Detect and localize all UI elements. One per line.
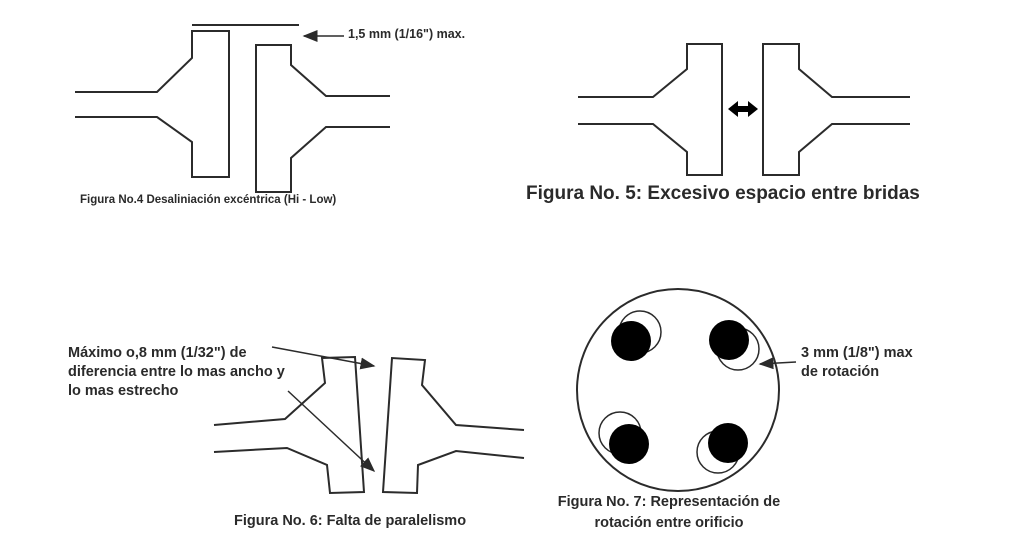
figure6-note-arrow-bottom xyxy=(287,390,376,473)
figure4-left-flange xyxy=(75,30,230,178)
figure5-right-flange xyxy=(762,43,910,176)
figure7-tolerance-note: 3 mm (1/8") max de rotación xyxy=(801,344,961,382)
figure4-diagram xyxy=(75,24,390,193)
figure7-diagram xyxy=(576,288,797,492)
figure5-gap-arrow-icon xyxy=(728,101,758,117)
figure7-caption: Figura No. 7: Representación de rotación… xyxy=(546,492,792,534)
figure7-caption-line: rotación entre orificio xyxy=(594,515,744,531)
figure6-tolerance-note: Máximo o,8 mm (1/32") de diferencia entr… xyxy=(68,344,318,401)
figure7-bolt-bottom-left xyxy=(609,424,649,464)
figure7-note-arrow xyxy=(758,357,797,370)
figure6-diagram xyxy=(213,346,525,495)
figure7-note-line: de rotación xyxy=(801,364,880,380)
figure4-right-flange xyxy=(255,44,390,193)
figure7-bolt-top-right xyxy=(709,320,749,360)
figure7-bolt-top-left xyxy=(611,321,651,361)
figure6-note-line: Máximo o,8 mm (1/32") de xyxy=(68,345,247,361)
figure4-tolerance-note: 1,5 mm (1/16") max. xyxy=(348,27,466,41)
figure4-caption: Figura No.4 Desaliniación excéntrica (Hi… xyxy=(80,194,337,206)
figure5-left-flange xyxy=(578,43,723,176)
figure7-flange-circle xyxy=(576,288,780,492)
figure5-caption: Figura No. 5: Excesivo espacio entre bri… xyxy=(526,183,920,204)
figure7-bolt-bottom-right xyxy=(708,423,748,463)
figure7-note-line: 3 mm (1/8") max xyxy=(801,345,913,361)
figure6-caption: Figura No. 6: Falta de paralelismo xyxy=(234,513,467,529)
figure6-right-flange xyxy=(381,356,525,495)
figure6-note-line: diferencia entre lo mas ancho y xyxy=(68,364,285,380)
figure5-diagram xyxy=(578,43,910,176)
figure7-caption-line: Figura No. 7: Representación de xyxy=(557,494,781,510)
figure6-note-line: lo mas estrecho xyxy=(68,383,179,399)
figure6-left-flange xyxy=(213,355,366,495)
figure6-note-arrow-top xyxy=(271,346,376,370)
